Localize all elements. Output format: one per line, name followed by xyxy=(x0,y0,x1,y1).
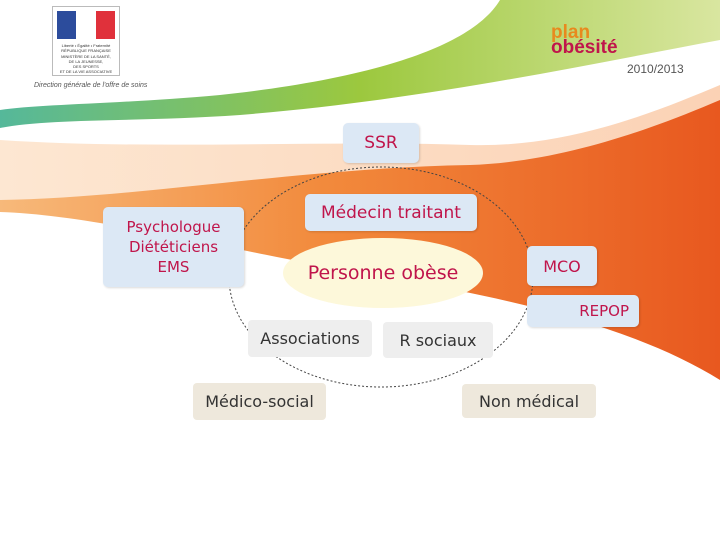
ministry-text: MINISTÈRE DE LA SANTÉ, DE LA JEUNESSE, D… xyxy=(59,54,113,74)
node-non-medical: Non médical xyxy=(462,384,596,418)
plan-obesite-logo-obesite: obésité xyxy=(551,37,618,58)
plan-obesite-logo-plan: plan xyxy=(551,22,591,43)
french-flag-icon xyxy=(57,11,115,39)
node-psychologue: Psychologue Diététiciens EMS xyxy=(103,207,244,287)
node-medico-social: Médico-social xyxy=(193,383,326,420)
node-repop: REPOP xyxy=(527,295,639,327)
node-r-sociaux: R sociaux xyxy=(383,322,493,358)
white-top-area xyxy=(0,0,500,110)
node-medecin-traitant: Médecin traitant xyxy=(305,194,477,231)
light-swoosh xyxy=(0,85,720,200)
center-personne-obese: Personne obèse xyxy=(283,238,483,308)
republic-text: Liberté • Égalité • Fraternité RÉPUBLIQU… xyxy=(61,43,111,53)
plan-obesite-years: 2010/2013 xyxy=(627,62,684,76)
node-mco: MCO xyxy=(527,246,597,286)
directorate-label: Direction générale de l'offre de soins xyxy=(34,82,148,89)
republic-logo: Liberté • Égalité • Fraternité RÉPUBLIQU… xyxy=(52,6,120,76)
node-ssr: SSR xyxy=(343,123,419,163)
node-associations: Associations xyxy=(248,320,372,357)
